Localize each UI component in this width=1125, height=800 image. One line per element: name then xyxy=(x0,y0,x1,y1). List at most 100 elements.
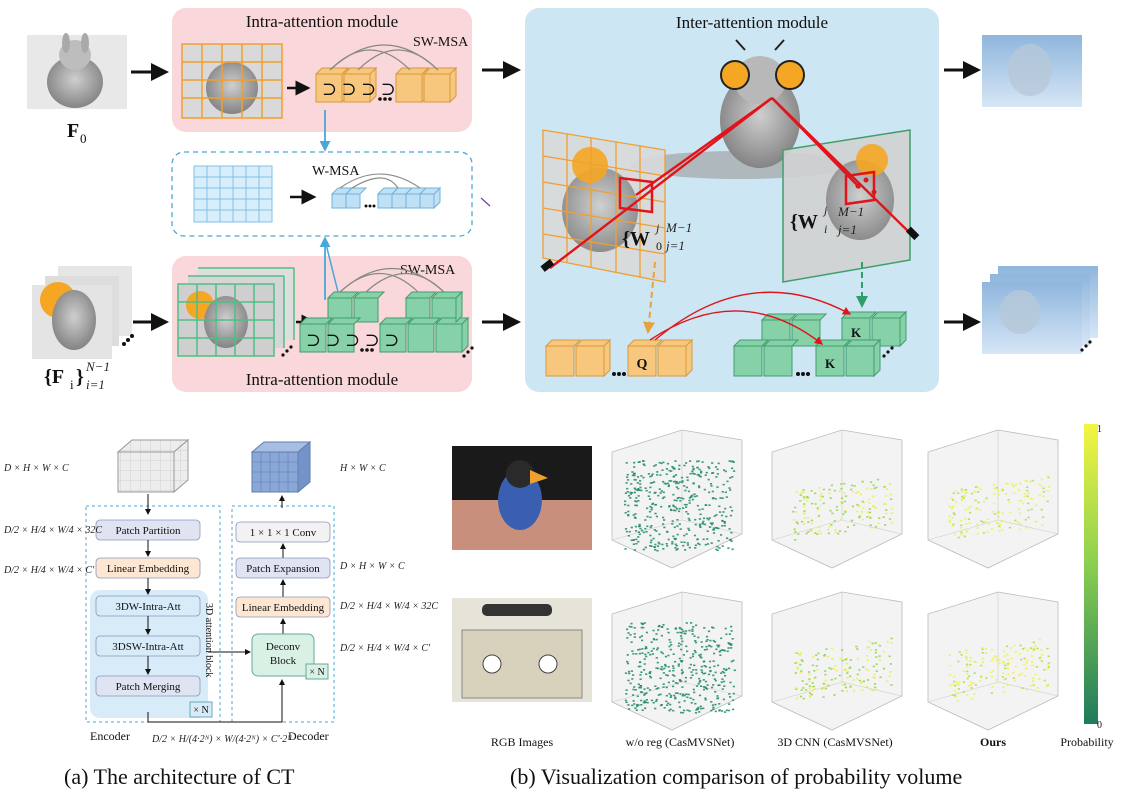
colorbar xyxy=(1084,424,1098,724)
vis-column-label: Ours xyxy=(980,735,1006,749)
encoder-block-label: Linear Embedding xyxy=(107,563,190,575)
probability-volume-panel xyxy=(611,429,743,569)
w-msa-label: W-MSA xyxy=(312,164,360,179)
bottleneck-path xyxy=(147,679,285,723)
output-src-features xyxy=(982,266,1098,354)
q-label: Q xyxy=(637,357,648,372)
dims-bottom: D/2 × H/(4·2ᴺ) × W/(4·2ᴺ) × C′·2ᴺ xyxy=(151,734,292,745)
purple-tick xyxy=(480,197,491,207)
win-src-label: {W xyxy=(790,211,818,233)
k-label-2: K xyxy=(825,356,836,371)
attention-arcs-top xyxy=(329,44,439,71)
probability-volume-panel xyxy=(927,591,1059,731)
encoder-block-label: 3DW-Intra-Att xyxy=(115,601,180,613)
epipolar-rays xyxy=(549,97,913,269)
green-bottom-glyphs: ⊃ ⊃ ⊃ ⊃ ⊃ xyxy=(306,330,399,350)
encoder-block: Linear Embedding xyxy=(95,557,201,579)
dims-embed: D/2 × H/4 × W/4 × 32C xyxy=(3,525,102,536)
volume-plots xyxy=(611,429,1059,731)
win-src-range-sup: M−1 xyxy=(837,204,864,219)
cross-attention-arcs xyxy=(649,291,852,345)
intra-bottom-grid-image xyxy=(177,267,295,357)
src-feature-sup: N−1 xyxy=(85,359,110,374)
win-src-sup: j xyxy=(822,203,828,217)
encoder-block-label: Patch Partition xyxy=(115,525,181,537)
probability-volume-panel xyxy=(771,591,903,731)
encoder-label: Encoder xyxy=(90,729,130,743)
intra-top-grid-image xyxy=(181,43,283,119)
orange-top-glyphs: ⊃ ⊃ ⊃ ⊃ xyxy=(322,79,396,99)
q-tokens xyxy=(544,338,694,378)
deconv-block: Deconv Block × N xyxy=(251,633,329,680)
win-src-range-sub: j=1 xyxy=(836,222,857,237)
rgb-image-device xyxy=(452,598,592,702)
w-msa-grid xyxy=(193,165,273,223)
win-ref-label: {W xyxy=(622,228,650,250)
dims-embed-2: D/2 × H/4 × W/4 × C′ xyxy=(3,565,95,576)
src-feature-low: i=1 xyxy=(86,377,105,392)
src-feature-close: } xyxy=(76,366,84,388)
svg-text:× N: × N xyxy=(193,705,208,716)
src-window-plane xyxy=(782,129,911,283)
k-label-1: K xyxy=(851,325,862,340)
vis-column-label: Probability xyxy=(1060,735,1113,749)
encoder-block: Patch Partition xyxy=(95,519,201,541)
vis-column-label: RGB Images xyxy=(491,735,554,749)
encoder-block: 3DW-Intra-Att xyxy=(95,595,201,617)
output-volume xyxy=(250,440,312,494)
sw-msa-top-label: SW-MSA xyxy=(413,35,469,50)
win-ref-sub: 0 xyxy=(656,239,662,253)
decoder-block: Linear Embedding xyxy=(235,596,331,618)
vis-column-labels: RGB Images w/o reg (CasMVSNet) 3D CNN (Cas… xyxy=(491,735,1114,749)
encoder-block: Patch Merging xyxy=(95,675,201,697)
ref-feature-sub: 0 xyxy=(80,131,87,146)
caption-b: (b) Visualization comparison of probabil… xyxy=(510,764,963,789)
ref-camera-icon xyxy=(540,258,555,272)
intra-module-top-title: Intra-attention module xyxy=(246,12,398,31)
colorbar-max: 1 xyxy=(1097,424,1102,435)
attention-arcs-wmsa xyxy=(339,173,421,189)
vis-column-label: w/o reg (CasMVSNet) xyxy=(626,735,735,749)
reference-image xyxy=(27,33,127,109)
green-tokens-bottom xyxy=(298,290,470,354)
input-volume xyxy=(116,438,190,494)
src-feature-sub: i xyxy=(70,377,74,392)
arrow-to-q xyxy=(643,261,656,334)
attention-arcs-bottom xyxy=(339,267,445,293)
win-src-sub: i xyxy=(824,222,827,236)
inter-module-title: Inter-attention module xyxy=(676,13,828,32)
vis-column-label: 3D CNN (CasMVSNet) xyxy=(777,735,892,749)
decoder-label: Decoder xyxy=(288,729,329,743)
win-ref-sup: j xyxy=(654,221,660,235)
dims-dec-2: D/2 × H/4 × W/4 × 32C xyxy=(339,601,438,612)
blue-tokens xyxy=(330,186,442,210)
probability-volume-panel xyxy=(611,591,743,731)
probability-volume-panel xyxy=(771,429,903,569)
probability-volume-panel xyxy=(927,429,1059,569)
svg-text:× N: × N xyxy=(309,667,324,678)
encoder-block-label: 3DSW-Intra-Att xyxy=(112,641,183,653)
ref-window-plane xyxy=(542,129,666,283)
w-msa-box xyxy=(171,151,473,237)
dims-out: H × W × C xyxy=(339,463,386,474)
inter-module xyxy=(525,8,939,392)
dims-dec-1: D × H × W × C xyxy=(339,561,405,572)
arrow-bottom-to-wmsa-2 xyxy=(324,239,341,301)
svg-text:Deconv: Deconv xyxy=(266,641,301,653)
decoder-block-label: Linear Embedding xyxy=(242,602,325,614)
dims-dec-3: D/2 × H/4 × W/4 × C′ xyxy=(339,643,431,654)
orange-tokens-top xyxy=(314,66,458,104)
source-images xyxy=(32,266,134,359)
intra-module-bottom-title: Intra-attention module xyxy=(246,370,398,389)
src-feature-label: {F xyxy=(44,366,64,388)
dims-in: D × H × W × C xyxy=(3,463,69,474)
encoder-block: 3DSW-Intra-Att xyxy=(95,635,201,657)
ref-feature-label: F xyxy=(67,120,79,142)
src-camera-icon xyxy=(905,226,920,241)
colorbar-min: 0 xyxy=(1097,720,1102,731)
enc-times-n: × N xyxy=(189,701,213,718)
caption-a: (a) The architecture of CT xyxy=(64,764,295,789)
win-ref-range-sup: M−1 xyxy=(665,220,692,235)
encoder-block-label: Patch Merging xyxy=(116,681,181,693)
